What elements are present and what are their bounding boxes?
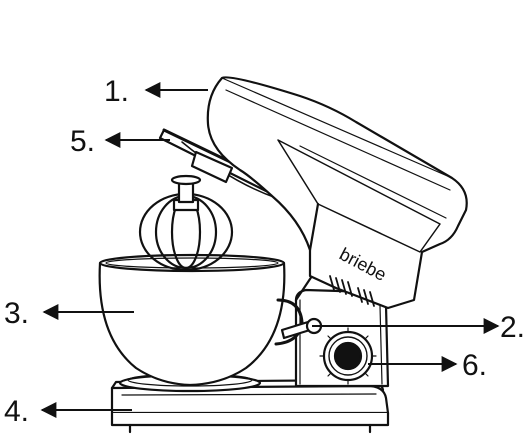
mixing-bowl: [98, 253, 304, 387]
whisk: [138, 174, 234, 272]
callout-label-1: 1.: [104, 75, 129, 108]
callout-label-4: 4.: [4, 395, 29, 428]
speed-knob: [319, 327, 377, 385]
callout-label-6: 6.: [462, 349, 487, 382]
base: [110, 378, 390, 434]
callout-arrows: [40, 82, 500, 418]
callout-label-5: 5.: [70, 125, 95, 158]
callout-label-2: 2.: [500, 311, 525, 344]
callout-label-3: 3.: [4, 297, 29, 330]
mixer-head: [206, 76, 468, 310]
mixer-drawing: [98, 76, 468, 434]
